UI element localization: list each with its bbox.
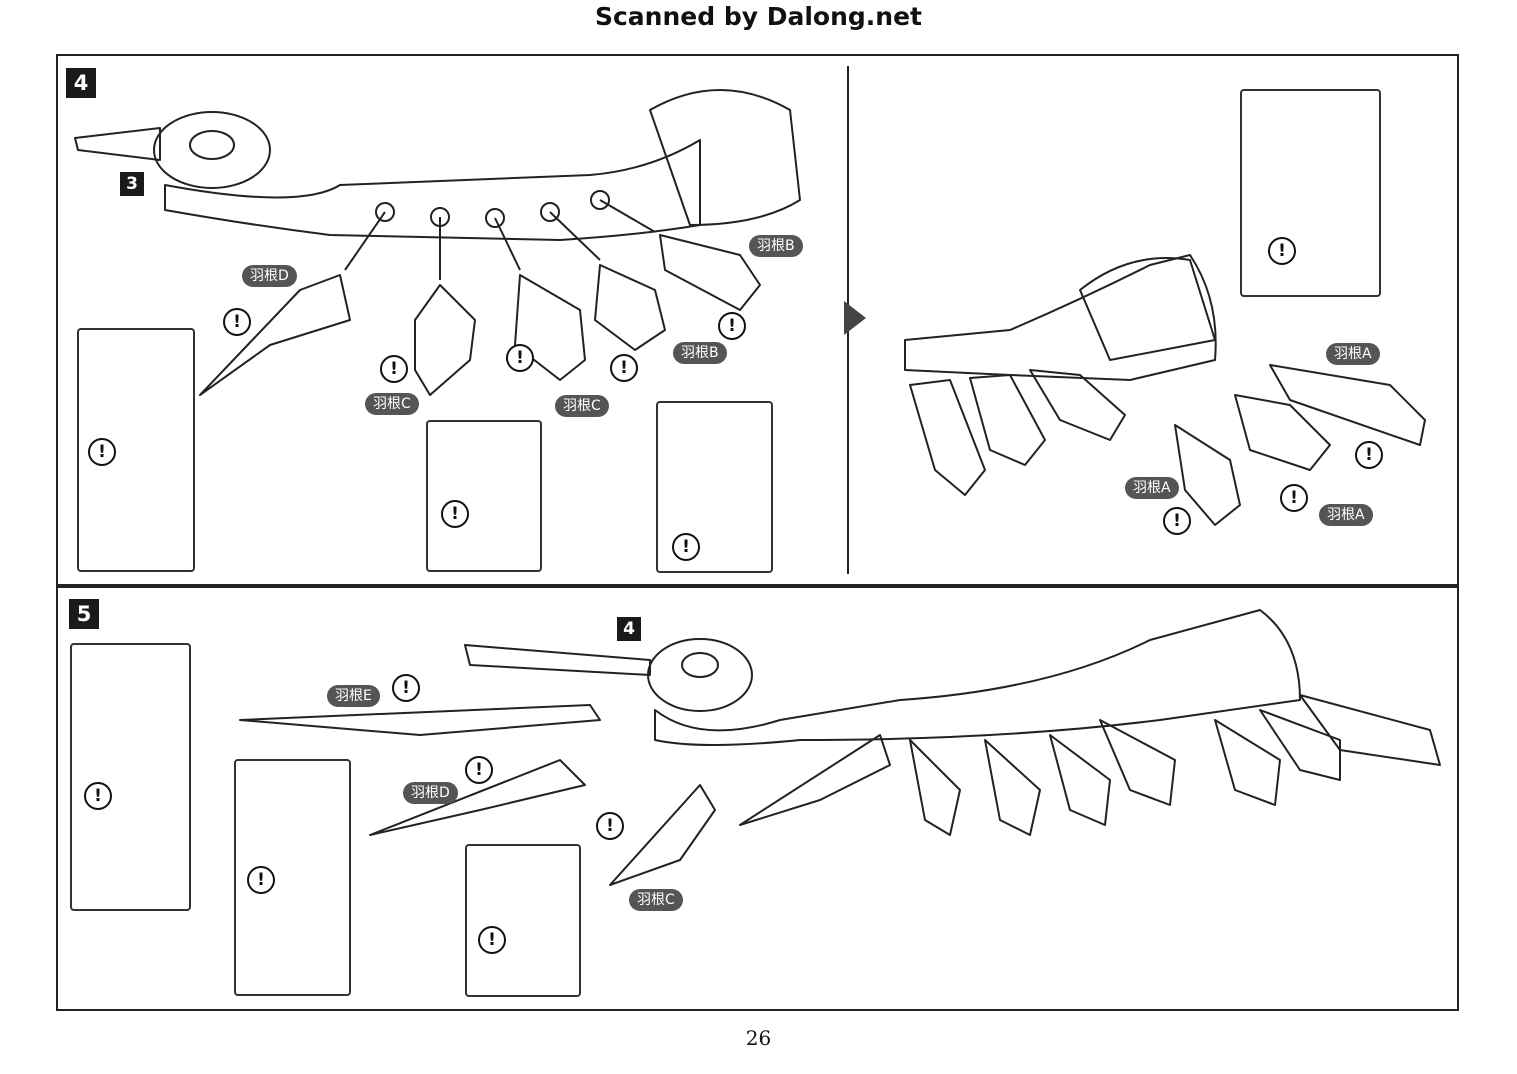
warning-icon: ! xyxy=(1355,441,1383,469)
label-feather-e: 羽根E xyxy=(327,685,380,707)
label-feather-a-top: 羽根A xyxy=(1326,343,1380,365)
warning-icon: ! xyxy=(88,438,116,466)
label-feather-c-left: 羽根C xyxy=(365,393,419,415)
warning-icon: ! xyxy=(1163,507,1191,535)
warning-icon: ! xyxy=(84,782,112,810)
warning-icon: ! xyxy=(223,308,251,336)
warning-icon: ! xyxy=(1280,484,1308,512)
label-feather-b-mid: 羽根B xyxy=(673,342,727,364)
warning-icon: ! xyxy=(506,344,534,372)
label-feather-d: 羽根D xyxy=(242,265,297,287)
warning-icon: ! xyxy=(596,812,624,840)
arrow-right-icon xyxy=(844,301,866,335)
warning-icon: ! xyxy=(1268,237,1296,265)
page-number: 26 xyxy=(745,1026,772,1050)
warning-icon: ! xyxy=(392,674,420,702)
label-feather-b-top: 羽根B xyxy=(749,235,803,257)
label-feather-d: 羽根D xyxy=(403,782,458,804)
warning-icon: ! xyxy=(718,312,746,340)
scan-credit: Scanned by Dalong.net xyxy=(594,2,922,31)
step-4-reference: 4 xyxy=(617,617,641,641)
warning-icon: ! xyxy=(465,756,493,784)
step-5-number: 5 xyxy=(69,599,99,629)
warning-icon: ! xyxy=(247,866,275,894)
warning-icon: ! xyxy=(672,533,700,561)
label-feather-c-right: 羽根C xyxy=(555,395,609,417)
detail-box-feather-c-step4 xyxy=(426,420,542,572)
step-3-reference: 3 xyxy=(120,172,144,196)
warning-icon: ! xyxy=(610,354,638,382)
detail-box-feather-e-step5 xyxy=(70,643,191,911)
warning-icon: ! xyxy=(478,926,506,954)
label-feather-a-right: 羽根A xyxy=(1319,504,1373,526)
detail-box-feather-a-step4 xyxy=(1240,89,1381,297)
label-feather-a-left: 羽根A xyxy=(1125,477,1179,499)
detail-box-feather-c-step5 xyxy=(465,844,581,997)
warning-icon: ! xyxy=(441,500,469,528)
warning-icon: ! xyxy=(380,355,408,383)
step-4-number: 4 xyxy=(66,68,96,98)
label-feather-c: 羽根C xyxy=(629,889,683,911)
